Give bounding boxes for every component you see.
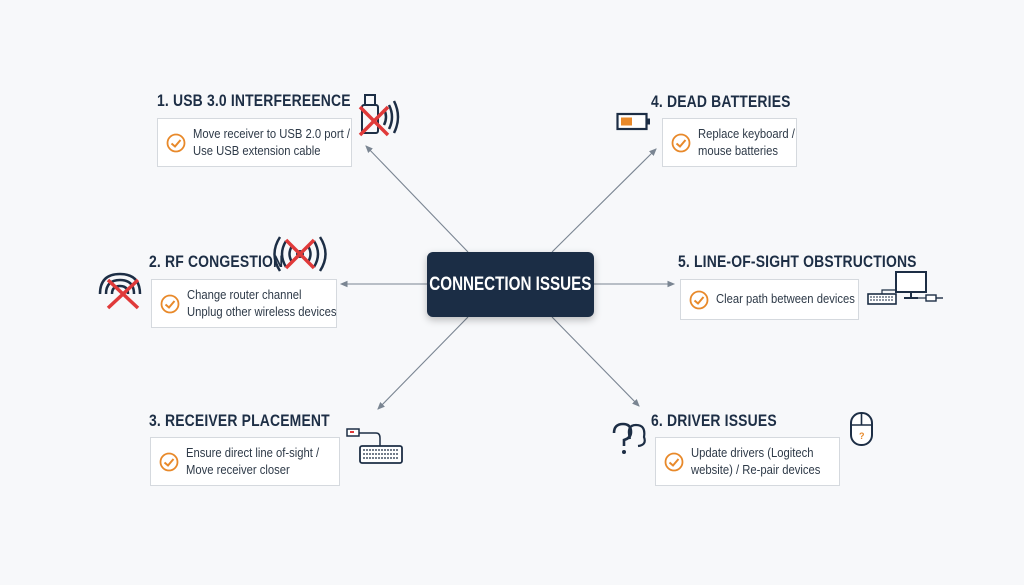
check-icon	[671, 133, 691, 152]
issue-3-solution: Ensure direct line of-sight / Move receiv…	[150, 437, 340, 486]
arrow-to-issue-6	[551, 316, 640, 407]
issue-4-title: 4. DEAD BATTERIES	[651, 92, 791, 111]
issue-4-solution: Replace keyboard / mouse batteries	[662, 118, 797, 167]
solution-line: Unplug other wireless devices	[187, 304, 337, 319]
usb-wireless-crossed-icon	[358, 94, 400, 137]
solution-line: Use USB extension cable	[193, 143, 321, 158]
solution-line: Clear path between devices	[716, 292, 855, 306]
issue-1-solution: Move receiver to USB 2.0 port / Use USB e…	[157, 118, 352, 167]
check-icon	[166, 133, 186, 152]
mouse-question-icon: ?	[850, 412, 873, 446]
svg-text:?: ?	[859, 431, 865, 441]
keyboard-receiver-icon	[346, 428, 403, 464]
solution-line: Move receiver closer	[186, 462, 290, 477]
issue-1-title: 1. USB 3.0 INTERFEREENCE	[157, 91, 351, 110]
arrow-to-issue-4	[551, 148, 657, 253]
arrow-to-issue-3	[377, 316, 469, 410]
solution-line: Replace keyboard /	[698, 126, 795, 141]
issue-2-title: 2. RF CONGESTION	[149, 252, 284, 271]
solution-line: website) / Re-pair devices	[691, 462, 821, 477]
low-battery-icon	[616, 112, 650, 131]
issue-5-title: 5. LINE-OF-SIGHT OBSTRUCTIONS	[678, 252, 917, 271]
issue-3-title: 3. RECEIVER PLACEMENT	[149, 411, 330, 430]
solution-line: Move receiver to USB 2.0 port /	[193, 126, 350, 141]
wifi-crossed-icon	[98, 272, 142, 310]
central-node: CONNECTION ISSUES	[427, 252, 594, 317]
solution-line: Ensure direct line of-sight /	[186, 445, 320, 460]
central-title: CONNECTION ISSUES	[429, 273, 592, 295]
issue-5-solution: Clear path between devices	[680, 279, 859, 320]
solution-line: Change router channel	[187, 287, 302, 302]
check-icon	[664, 452, 684, 471]
solution-line: mouse batteries	[698, 143, 779, 158]
check-icon	[160, 294, 180, 313]
computer-keyboard-icon	[867, 271, 943, 305]
issue-6-solution: Update drivers (Logitech website) / Re-pa…	[655, 437, 840, 486]
arrow-to-issue-1	[365, 145, 469, 253]
question-cloud-icon	[612, 422, 646, 454]
solution-line: Update drivers (Logitech	[691, 445, 814, 460]
check-icon	[689, 290, 709, 309]
issue-6-title: 6. DRIVER ISSUES	[651, 411, 777, 430]
wifi-crossed-icon	[273, 236, 327, 272]
check-icon	[159, 452, 179, 471]
